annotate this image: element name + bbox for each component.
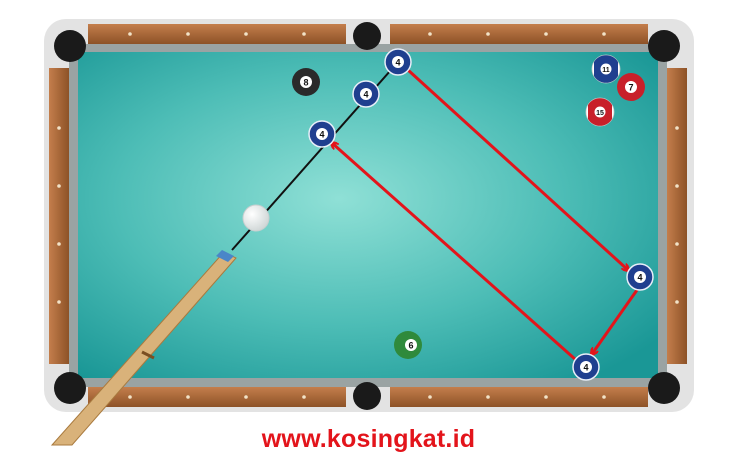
blue-four-ball-number: 4 [395, 58, 400, 68]
ball-path-arrows [332, 68, 639, 362]
trajectory-balls: 4 4 4 4 4 [308, 48, 654, 381]
cushion-left [69, 58, 78, 374]
path-arrow-1 [406, 68, 628, 270]
blue-four-ball-icon: 4 [308, 120, 336, 148]
blue-four-ball-number: 4 [583, 363, 588, 373]
pocket-top-right [648, 30, 680, 62]
seven-ball-icon: 7 [617, 73, 645, 101]
blue-four-ball-icon: 4 [384, 48, 412, 76]
rail-top-left [88, 24, 346, 44]
path-arrow-3 [332, 143, 577, 362]
rail-diamonds [57, 32, 679, 399]
fifteen-ball-icon: 15 [585, 97, 615, 127]
pocket-bottom-middle [353, 382, 381, 410]
rail-right [667, 68, 687, 364]
pocket-bottom-left [54, 372, 86, 404]
watermark: www.kosingkat.id [261, 425, 476, 453]
cushion-right [658, 58, 667, 374]
eight-ball-number: 8 [303, 78, 308, 88]
pocket-top-left [54, 30, 86, 62]
seven-ball-number: 7 [628, 83, 633, 93]
blue-four-ball-number: 4 [363, 90, 368, 100]
blue-four-ball-icon: 4 [626, 263, 654, 291]
cue-stick [50, 250, 237, 446]
rail-left [49, 68, 69, 364]
fifteen-ball-number: 15 [596, 110, 604, 117]
six-ball-number: 6 [408, 341, 413, 351]
blue-four-ball-icon: 4 [572, 353, 600, 381]
eleven-ball-number: 11 [602, 67, 610, 74]
cue-ball [242, 204, 270, 232]
blue-four-ball-number: 4 [637, 273, 642, 283]
rail-bottom-right [390, 387, 648, 407]
pocket-bottom-right [648, 372, 680, 404]
blue-four-ball-number: 4 [319, 130, 324, 140]
eight-ball-icon: 8 [292, 68, 320, 96]
rail-bottom-left [88, 387, 346, 407]
pocket-top-middle [353, 22, 381, 50]
blue-four-ball-icon: 4 [352, 80, 380, 108]
rail-top-right [390, 24, 648, 44]
path-arrow-2 [592, 289, 639, 354]
six-ball-icon: 6 [394, 331, 422, 359]
eleven-ball-icon: 11 [591, 54, 621, 84]
